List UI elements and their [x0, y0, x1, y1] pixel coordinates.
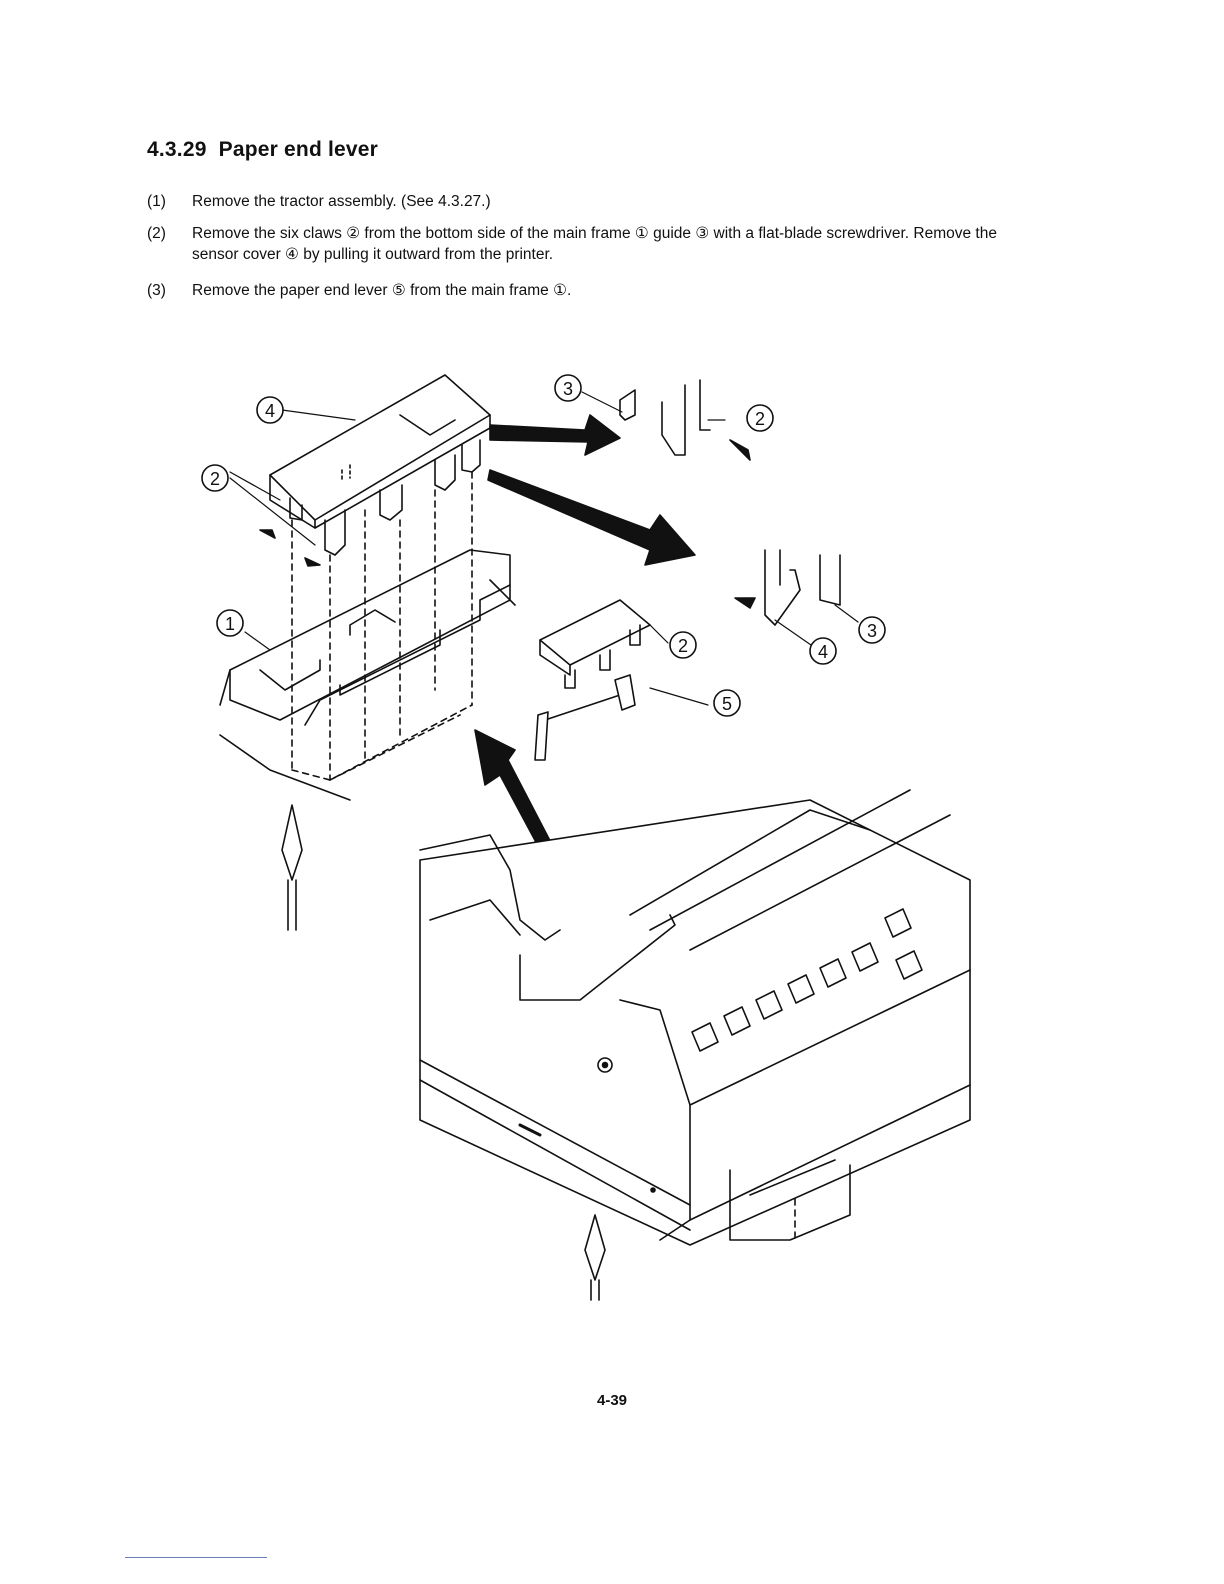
main-frame-guide — [219, 549, 516, 801]
callout-1: 1 — [216, 609, 244, 637]
callout-2-center: 2 — [669, 631, 697, 659]
step-number: (1) — [147, 193, 166, 210]
step-number: (3) — [147, 282, 166, 299]
svg-text:2: 2 — [210, 469, 220, 489]
claw-detail-top-right — [619, 379, 751, 461]
printer-body — [419, 789, 971, 1246]
step-2: (2) Remove the six claws ② from the bott… — [147, 223, 1027, 265]
section-heading: 4.3.29 Paper end lever — [147, 138, 378, 162]
paper-end-lever — [534, 674, 636, 761]
step-text: Remove the paper end lever ⑤ from the ma… — [192, 282, 572, 299]
step-1: (1) Remove the tractor assembly. (See 4.… — [147, 191, 1027, 212]
callout-2-top-right: 2 — [746, 404, 774, 432]
callout-3-top: 3 — [554, 374, 582, 402]
callout-4-top: 4 — [256, 396, 284, 424]
svg-text:3: 3 — [563, 379, 573, 399]
footer-rule — [125, 1557, 267, 1558]
claw-detail-right — [734, 549, 841, 626]
push-arrow-right — [304, 557, 321, 567]
arrow-to-top-right — [489, 414, 621, 456]
control-panel-buttons — [691, 908, 923, 1052]
screwdriver-bottom-icon — [584, 1214, 606, 1301]
alignment-guides — [291, 471, 796, 1241]
screwdriver-left-icon — [281, 804, 303, 931]
callout-2-left: 2 — [201, 464, 229, 492]
disassembly-figure: 4 2 1 3 2 2 5 4 3 — [201, 374, 971, 1301]
svg-text:2: 2 — [678, 636, 688, 656]
sensor-cover-center — [539, 599, 651, 689]
svg-text:4: 4 — [818, 642, 828, 662]
svg-text:5: 5 — [722, 694, 732, 714]
callout-3-right: 3 — [858, 616, 886, 644]
callout-leaders — [229, 391, 859, 706]
step-text: Remove the tractor assembly. (See 4.3.27… — [192, 193, 491, 210]
section-title: Paper end lever — [218, 138, 379, 161]
section-number: 4.3.29 — [147, 138, 207, 161]
step-number: (2) — [147, 225, 166, 242]
sensor-cover-top — [269, 374, 491, 556]
step-text: Remove the six claws ② from the bottom s… — [192, 225, 997, 263]
callout-5: 5 — [713, 689, 741, 717]
arrow-to-right — [487, 469, 696, 566]
svg-text:3: 3 — [867, 621, 877, 641]
push-arrow-left — [259, 529, 276, 539]
svg-text:4: 4 — [265, 401, 275, 421]
step-3: (3) Remove the paper end lever ⑤ from th… — [147, 280, 1027, 301]
page-number: 4-39 — [596, 1392, 628, 1409]
callout-4-right: 4 — [809, 637, 837, 665]
svg-text:2: 2 — [755, 409, 765, 429]
svg-text:1: 1 — [225, 614, 235, 634]
